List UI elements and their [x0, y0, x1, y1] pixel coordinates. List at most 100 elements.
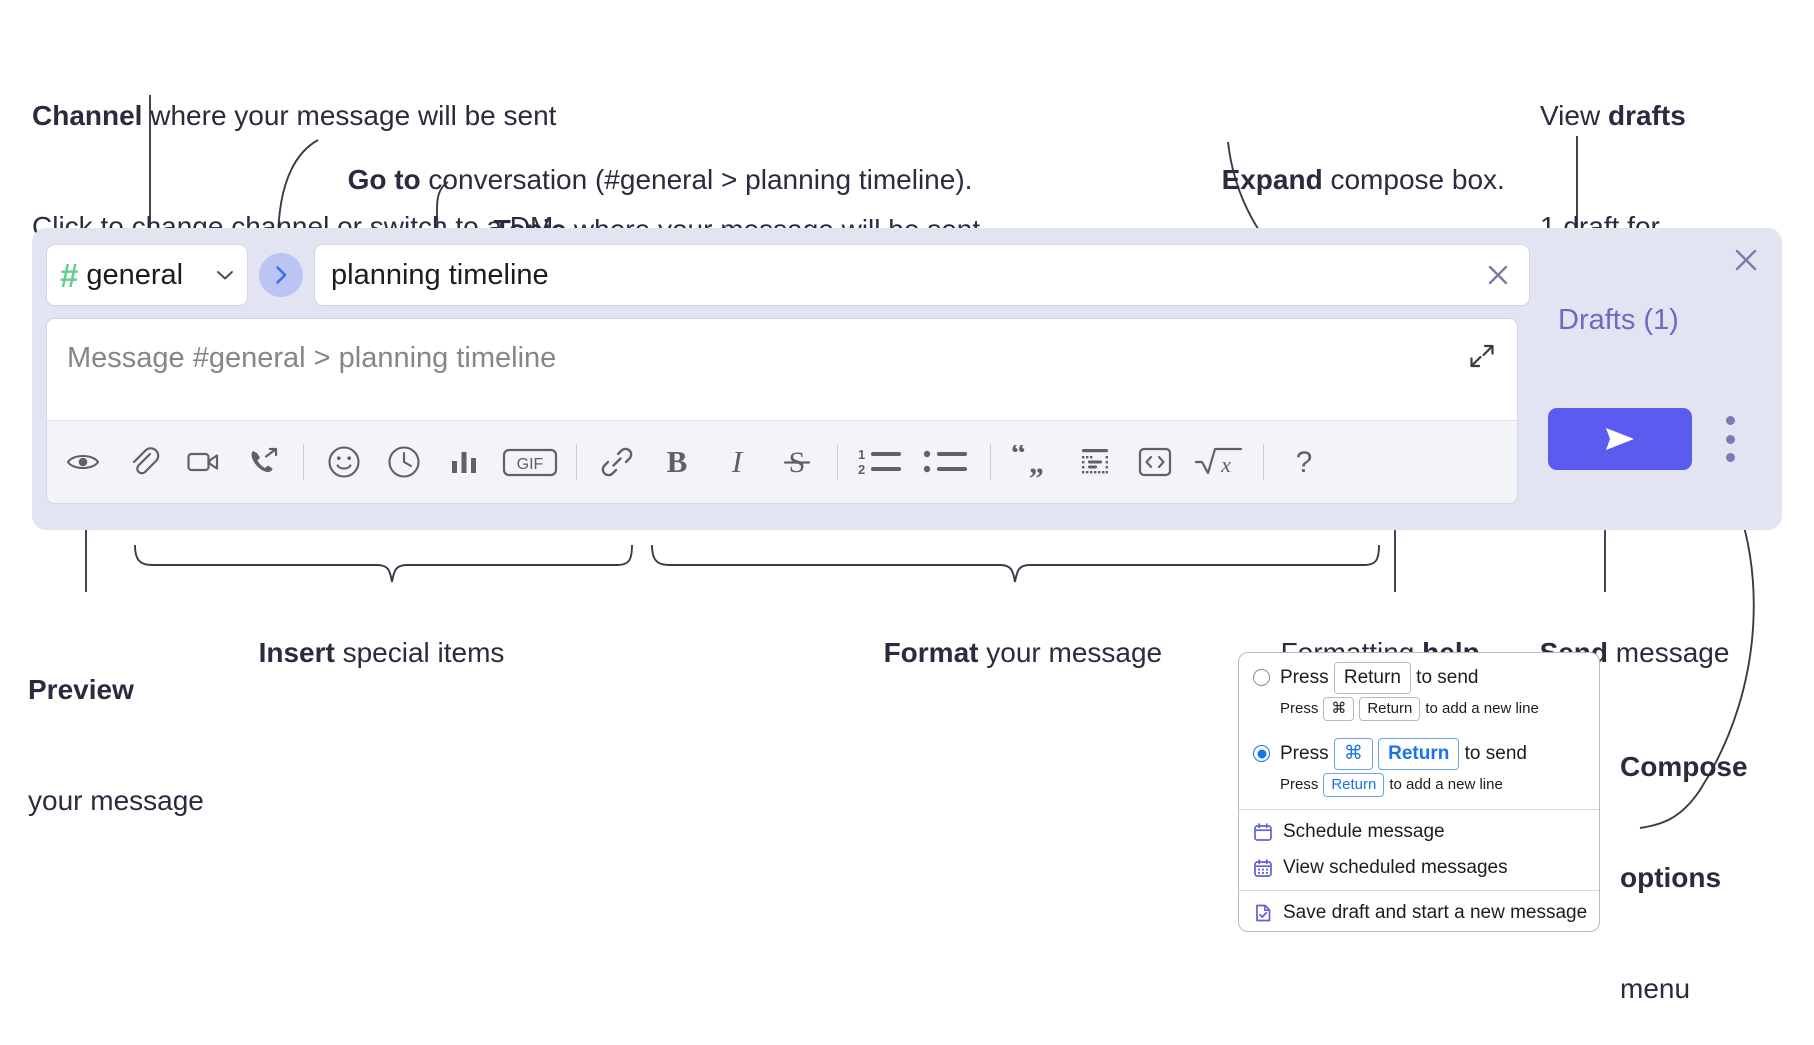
menu-item-label: Save draft and start a new message	[1283, 901, 1588, 923]
key-return-3: Return	[1378, 737, 1460, 770]
bulleted-list-button[interactable]	[922, 440, 972, 484]
option-return-sub: Press ⌘ Return to add a new line	[1239, 695, 1599, 729]
italic-button[interactable]: I	[715, 440, 759, 484]
annotation-compose-rest: menu	[1620, 972, 1691, 1004]
annotation-goto-rest: conversation (#general > planning timeli…	[420, 163, 973, 195]
eye-icon	[66, 454, 100, 470]
option-return-text: Press Return to send	[1280, 662, 1479, 694]
radio-press-return[interactable]	[1253, 669, 1270, 687]
chevron-down-icon	[217, 271, 233, 280]
annotation-compose-bold1: Compose	[1620, 750, 1748, 782]
svg-text:GIF: GIF	[517, 456, 544, 473]
gif-icon: GIF	[502, 448, 558, 477]
menu-divider-1	[1239, 808, 1599, 810]
poll-button[interactable]	[442, 440, 486, 484]
attach-button[interactable]	[121, 440, 165, 484]
menu-item-view-scheduled[interactable]: View scheduled messages	[1239, 850, 1599, 886]
ordered-list-button[interactable]: 1 2	[856, 440, 906, 484]
preview-button[interactable]	[61, 440, 105, 484]
reminder-button[interactable]	[382, 440, 426, 484]
expand-compose-button[interactable]	[1467, 341, 1501, 375]
kebab-dot-2	[1725, 434, 1735, 444]
compose-options-menu: Press Return to send Press ⌘ Return to a…	[1238, 652, 1600, 932]
option-press-return[interactable]: Press Return to send	[1239, 653, 1599, 695]
topic-clear-button[interactable]	[1481, 258, 1515, 292]
annotation-goto: Go to conversation (#general > planning …	[332, 125, 973, 199]
svg-text:I: I	[731, 445, 744, 479]
message-placeholder: Message #general > planning timeline	[67, 342, 557, 374]
option-cmd-sub-post: to add a new line	[1389, 776, 1503, 794]
annotation-expand: Expand compose box.	[1206, 125, 1505, 199]
bold-button[interactable]: B	[655, 440, 699, 484]
math-button[interactable]: x	[1193, 440, 1245, 484]
expand-icon	[1470, 344, 1494, 368]
key-command: ⌘	[1323, 696, 1355, 721]
smiley-icon	[328, 446, 360, 478]
calendar-grid-icon	[1254, 858, 1272, 877]
key-return: Return	[1333, 662, 1411, 694]
link-button[interactable]	[595, 440, 639, 484]
send-button[interactable]	[1548, 408, 1692, 470]
code-block-button[interactable]	[1073, 440, 1117, 484]
channel-picker[interactable]: # general	[46, 244, 248, 306]
separator-1	[303, 444, 304, 480]
topic-field[interactable]: planning timeline	[314, 244, 1530, 306]
emoji-button[interactable]	[322, 440, 366, 484]
key-return-4: Return	[1323, 772, 1385, 797]
annotation-preview-rest: your message	[28, 784, 204, 816]
separator-2	[576, 444, 577, 480]
annotation-channel-sub: Click to change channel or switch to a D…	[32, 210, 562, 242]
annotation-insert-rest: special items	[334, 636, 505, 668]
bulleted-list-icon	[923, 450, 967, 473]
option-cmd-post: to send	[1464, 742, 1527, 764]
strikethrough-icon: S	[783, 446, 811, 479]
compose-top-row: # general planning timeline	[46, 244, 1530, 306]
video-button[interactable]	[181, 440, 225, 484]
annotation-expand-rest: compose box.	[1322, 163, 1505, 195]
menu-item-schedule-message[interactable]: Schedule message	[1239, 814, 1599, 850]
paperclip-icon	[132, 447, 160, 475]
radio-press-cmd-return[interactable]	[1253, 745, 1270, 763]
formatting-help-button[interactable]: ?	[1282, 440, 1326, 484]
menu-item-save-draft[interactable]: Save draft and start a new message	[1239, 895, 1599, 931]
svg-text:1: 1	[858, 447, 865, 462]
option-press-cmd-return[interactable]: Press ⌘ Return to send	[1239, 729, 1599, 771]
annotation-send-rest: message	[1608, 636, 1730, 668]
option-return-sub-pre: Press	[1280, 700, 1319, 718]
separator-5	[1263, 444, 1264, 480]
message-input[interactable]: Message #general > planning timeline	[47, 319, 1517, 420]
compose-options-button[interactable]	[1714, 416, 1746, 462]
annotation-goto-bold: Go to	[347, 163, 421, 195]
annotation-format-bold: Format	[883, 636, 979, 668]
compose-panel: # general planning timeline	[32, 228, 1782, 530]
formatting-toolbar: GIF B	[47, 420, 1517, 503]
huddle-button[interactable]	[241, 440, 285, 484]
calendar-icon	[1254, 822, 1272, 841]
menu-item-label: Schedule message	[1283, 820, 1445, 842]
code-button[interactable]	[1133, 440, 1177, 484]
annotation-insert-bold: Insert	[258, 636, 335, 668]
kebab-dot-1	[1725, 416, 1735, 425]
drafts-link[interactable]: Drafts (1)	[1558, 304, 1679, 336]
close-compose-button[interactable]	[1730, 244, 1764, 278]
annotation-format-rest: your message	[978, 636, 1163, 668]
goto-conversation-button[interactable]	[259, 253, 303, 297]
annotation-compose-bold2: options	[1620, 861, 1722, 893]
option-cmd-sub-pre: Press	[1280, 776, 1319, 794]
option-cmd-return-sub: Press Return to add a new line	[1239, 771, 1599, 805]
strikethrough-button[interactable]: S	[775, 440, 819, 484]
clock-icon	[388, 446, 420, 478]
menu-item-label: View scheduled messages	[1283, 856, 1508, 878]
message-box: Message #general > planning timeline	[46, 318, 1518, 504]
option-cmd-return-text: Press ⌘ Return to send	[1280, 737, 1527, 770]
svg-text:B: B	[667, 445, 688, 479]
annotation-channel-rest: where your message will be sent	[142, 99, 557, 131]
option-return-sub-post: to add a new line	[1425, 700, 1539, 718]
gif-button[interactable]: GIF	[502, 440, 558, 484]
compose-panel-left: # general planning timeline	[32, 228, 1532, 530]
blockquote-button[interactable]: “ „	[1009, 440, 1057, 484]
option-return-pre: Press	[1280, 667, 1329, 688]
annotation-insert: Insert special items	[243, 598, 505, 672]
compose-panel-right: Drafts (1)	[1532, 228, 1782, 530]
link-icon	[601, 447, 633, 477]
